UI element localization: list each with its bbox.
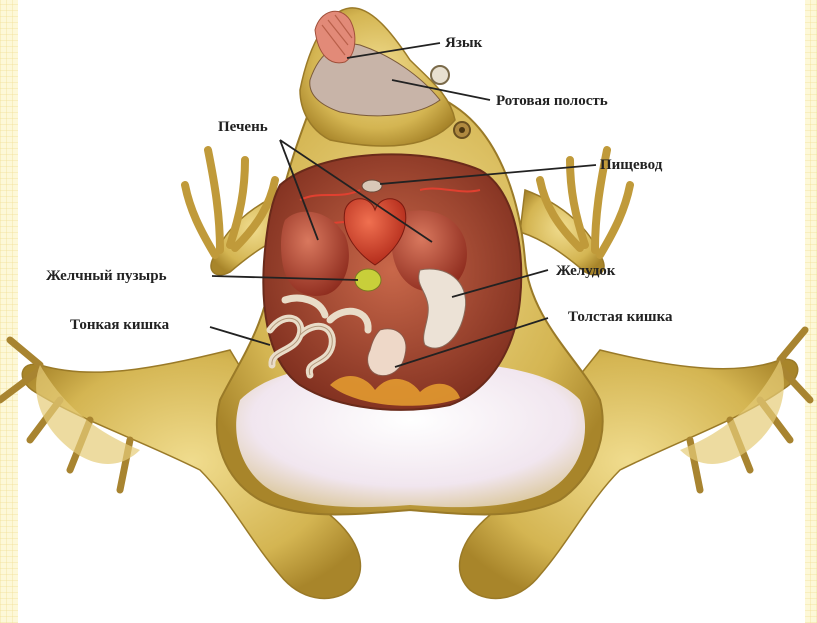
gallbladder xyxy=(355,269,381,291)
eye-upper xyxy=(431,66,449,84)
label-large-intestine: Толстая кишка xyxy=(568,308,673,326)
label-esophagus: Пищевод xyxy=(600,156,662,174)
label-tongue: Язык xyxy=(445,34,482,52)
label-gallbladder: Желчный пузырь xyxy=(46,267,167,285)
label-stomach: Желудок xyxy=(556,262,615,280)
head xyxy=(300,8,470,146)
label-small-intestine: Тонкая кишка xyxy=(70,316,169,334)
esophagus xyxy=(362,180,382,192)
label-mouth-cavity: Ротовая полость xyxy=(496,92,608,110)
label-liver: Печень xyxy=(218,118,268,136)
